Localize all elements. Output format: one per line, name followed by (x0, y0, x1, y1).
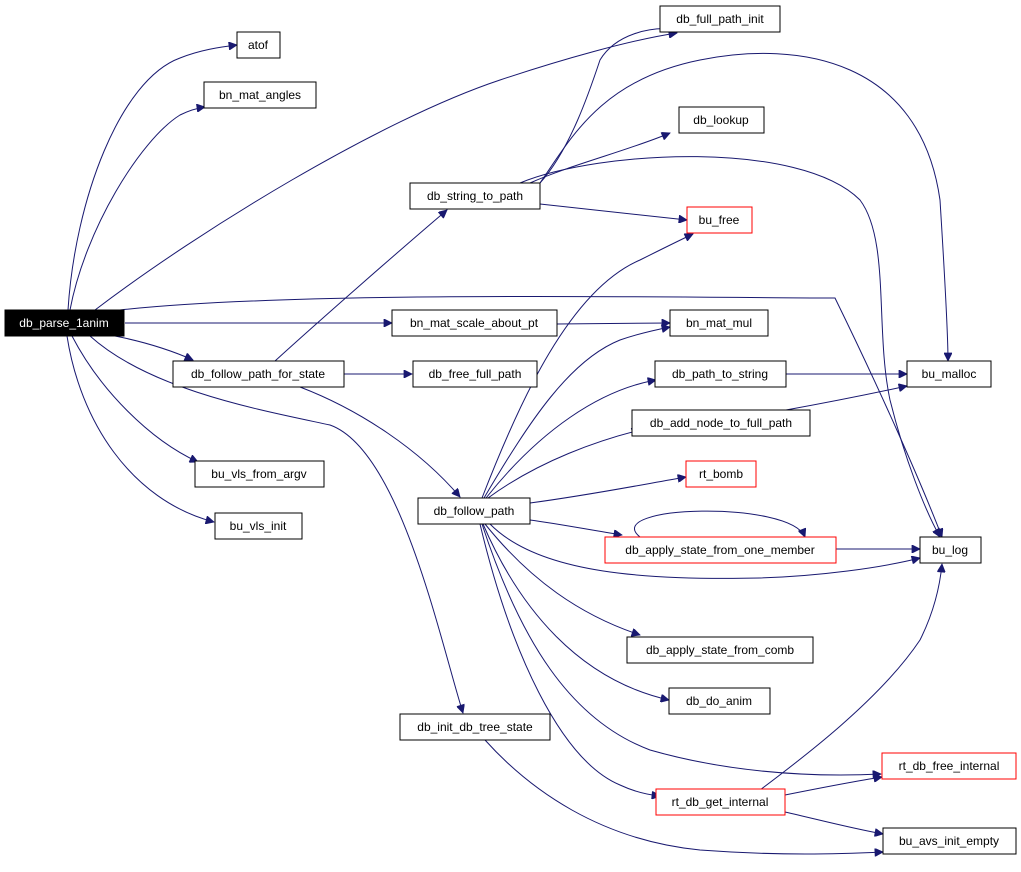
node-label-db_path_to_string: db_path_to_string (672, 367, 768, 381)
node-db_string_to_path[interactable]: db_string_to_path (409, 182, 541, 210)
node-db_init_db_tree_state[interactable]: db_init_db_tree_state (399, 713, 551, 741)
node-label-rt_bomb: rt_bomb (699, 467, 743, 481)
node-label-bn_mat_mul: bn_mat_mul (686, 316, 752, 330)
edge-db_follow_path-db_do_anim (482, 523, 669, 700)
node-bu_vls_from_argv[interactable]: bu_vls_from_argv (194, 460, 325, 488)
edge-db_init_db_tree_state-bu_avs_init_empty (484, 739, 883, 854)
node-db_add_node_to_full_path[interactable]: db_add_node_to_full_path (631, 409, 811, 437)
edge-db_follow_path-db_apply_state_from_one_member (529, 519, 622, 535)
node-bn_mat_mul[interactable]: bn_mat_mul (669, 309, 769, 337)
edge-rt_db_get_internal-rt_db_free_internal (784, 777, 882, 796)
node-db_apply_state_from_comb[interactable]: db_apply_state_from_comb (626, 636, 814, 664)
node-db_follow_path[interactable]: db_follow_path (417, 497, 531, 525)
node-label-db_apply_state_from_one_member: db_apply_state_from_one_member (625, 543, 814, 557)
node-bu_malloc[interactable]: bu_malloc (906, 360, 992, 388)
edge-rt_db_get_internal-bu_log (759, 564, 942, 791)
node-label-db_string_to_path: db_string_to_path (427, 189, 523, 203)
edge-db_follow_path-rt_bomb (529, 477, 686, 504)
edge-db_parse_1anim-bu_log-top (119, 295, 942, 537)
node-label-db_init_db_tree_state: db_init_db_tree_state (417, 720, 533, 734)
node-label-bn_mat_scale_about_pt: bn_mat_scale_about_pt (410, 316, 539, 330)
node-label-bu_malloc: bu_malloc (922, 367, 977, 381)
node-label-atof: atof (248, 38, 269, 52)
nodes: db_parse_1anim atof bn_mat_angles db_ful… (4, 5, 1017, 855)
edge-db_string_to_path-bu_log (519, 156, 941, 537)
node-bn_mat_angles[interactable]: bn_mat_angles (203, 81, 317, 109)
node-bu_free[interactable]: bu_free (686, 206, 753, 234)
node-rt_db_get_internal[interactable]: rt_db_get_internal (655, 788, 786, 816)
node-atof[interactable]: atof (236, 31, 281, 59)
edge-db_follow_path-db_apply_state_from_comb (484, 523, 640, 635)
edge-db_parse_1anim-bu_vls_from_argv (71, 335, 198, 462)
node-label-db_free_full_path: db_free_full_path (429, 367, 522, 381)
edge-bn_mat_scale_about_pt-bn_mat_mul (556, 323, 670, 324)
edge-db_string_to_path-db_lookup (529, 133, 670, 184)
node-label-bu_free: bu_free (699, 213, 740, 227)
node-label-db_do_anim: db_do_anim (686, 694, 752, 708)
edge-db_follow_path-rt_db_get_internal (479, 523, 660, 796)
node-db_follow_path_for_state[interactable]: db_follow_path_for_state (172, 360, 345, 388)
node-label-db_add_node_to_full_path: db_add_node_to_full_path (650, 416, 792, 430)
node-bu_vls_init[interactable]: bu_vls_init (214, 512, 303, 540)
edge-rt_db_get_internal-bu_avs_init_empty (784, 811, 883, 834)
node-db_apply_state_from_one_member[interactable]: db_apply_state_from_one_member (604, 536, 837, 564)
edge-db_parse_1anim-atof (67, 45, 237, 311)
node-db_free_full_path[interactable]: db_free_full_path (412, 360, 538, 388)
node-label-db_follow_path_for_state: db_follow_path_for_state (191, 367, 325, 381)
node-label-bu_log: bu_log (932, 543, 968, 557)
node-label-rt_db_free_internal: rt_db_free_internal (899, 759, 1000, 773)
edge-db_parse_1anim-db_follow_path_for_state (114, 335, 193, 360)
edge-db_apply_state_from_one_member-self (634, 510, 805, 537)
node-label-rt_db_get_internal: rt_db_get_internal (672, 795, 769, 809)
node-label-db_follow_path: db_follow_path (434, 504, 515, 518)
edge-db_string_to_path-bu_malloc (539, 52, 948, 361)
node-rt_db_free_internal[interactable]: rt_db_free_internal (881, 752, 1017, 780)
node-label-bn_mat_angles: bn_mat_angles (219, 88, 301, 102)
edge-db_parse_1anim-bn_mat_angles (69, 107, 205, 311)
edge-db_follow_path-db_add_node_to_full_path (487, 430, 640, 499)
node-bu_log[interactable]: bu_log (919, 536, 982, 564)
node-db_path_to_string[interactable]: db_path_to_string (654, 360, 787, 388)
edge-db_parse_1anim-db_init_db_tree_state (89, 335, 463, 713)
edge-db_add_node_to_full_path-bu_malloc (785, 386, 907, 411)
edge-db_parse_1anim-bu_vls_init (66, 335, 214, 522)
node-db_do_anim[interactable]: db_do_anim (668, 687, 771, 715)
node-rt_bomb[interactable]: rt_bomb (685, 460, 757, 488)
node-db_lookup[interactable]: db_lookup (678, 106, 765, 134)
node-label-db_lookup: db_lookup (693, 113, 749, 127)
edge-db_follow_path-bu_log (489, 523, 920, 579)
node-label-db_full_path_init: db_full_path_init (676, 12, 764, 26)
edge-db_follow_path-bn_mat_mul (483, 327, 670, 499)
edge-db_string_to_path-db_full_path_init (539, 29, 680, 184)
edge-db_follow_path-db_path_to_string (485, 380, 656, 499)
node-bn_mat_scale_about_pt[interactable]: bn_mat_scale_about_pt (391, 309, 558, 337)
node-label-bu_vls_from_argv: bu_vls_from_argv (211, 467, 306, 481)
node-db_full_path_init[interactable]: db_full_path_init (659, 5, 781, 33)
node-label-bu_vls_init: bu_vls_init (230, 519, 287, 533)
edges (66, 29, 948, 854)
edge-db_follow_path_for_state-db_follow_path (299, 386, 460, 497)
node-label-db_apply_state_from_comb: db_apply_state_from_comb (646, 643, 794, 657)
node-db_parse_1anim[interactable]: db_parse_1anim (4, 309, 125, 337)
edge-db_parse_1anim-db_full_path_init (94, 33, 677, 311)
edge-db_string_to_path-bu_free (539, 203, 687, 220)
node-label-bu_avs_init_empty: bu_avs_init_empty (899, 834, 999, 848)
node-label-db_parse_1anim: db_parse_1anim (19, 316, 108, 330)
edge-db_follow_path-bu_free (481, 234, 693, 499)
node-bu_avs_init_empty[interactable]: bu_avs_init_empty (882, 827, 1017, 855)
edge-db_follow_path-rt_db_free_internal (481, 523, 881, 775)
edge-db_follow_path_for_state-db_string_to_path (274, 210, 447, 362)
